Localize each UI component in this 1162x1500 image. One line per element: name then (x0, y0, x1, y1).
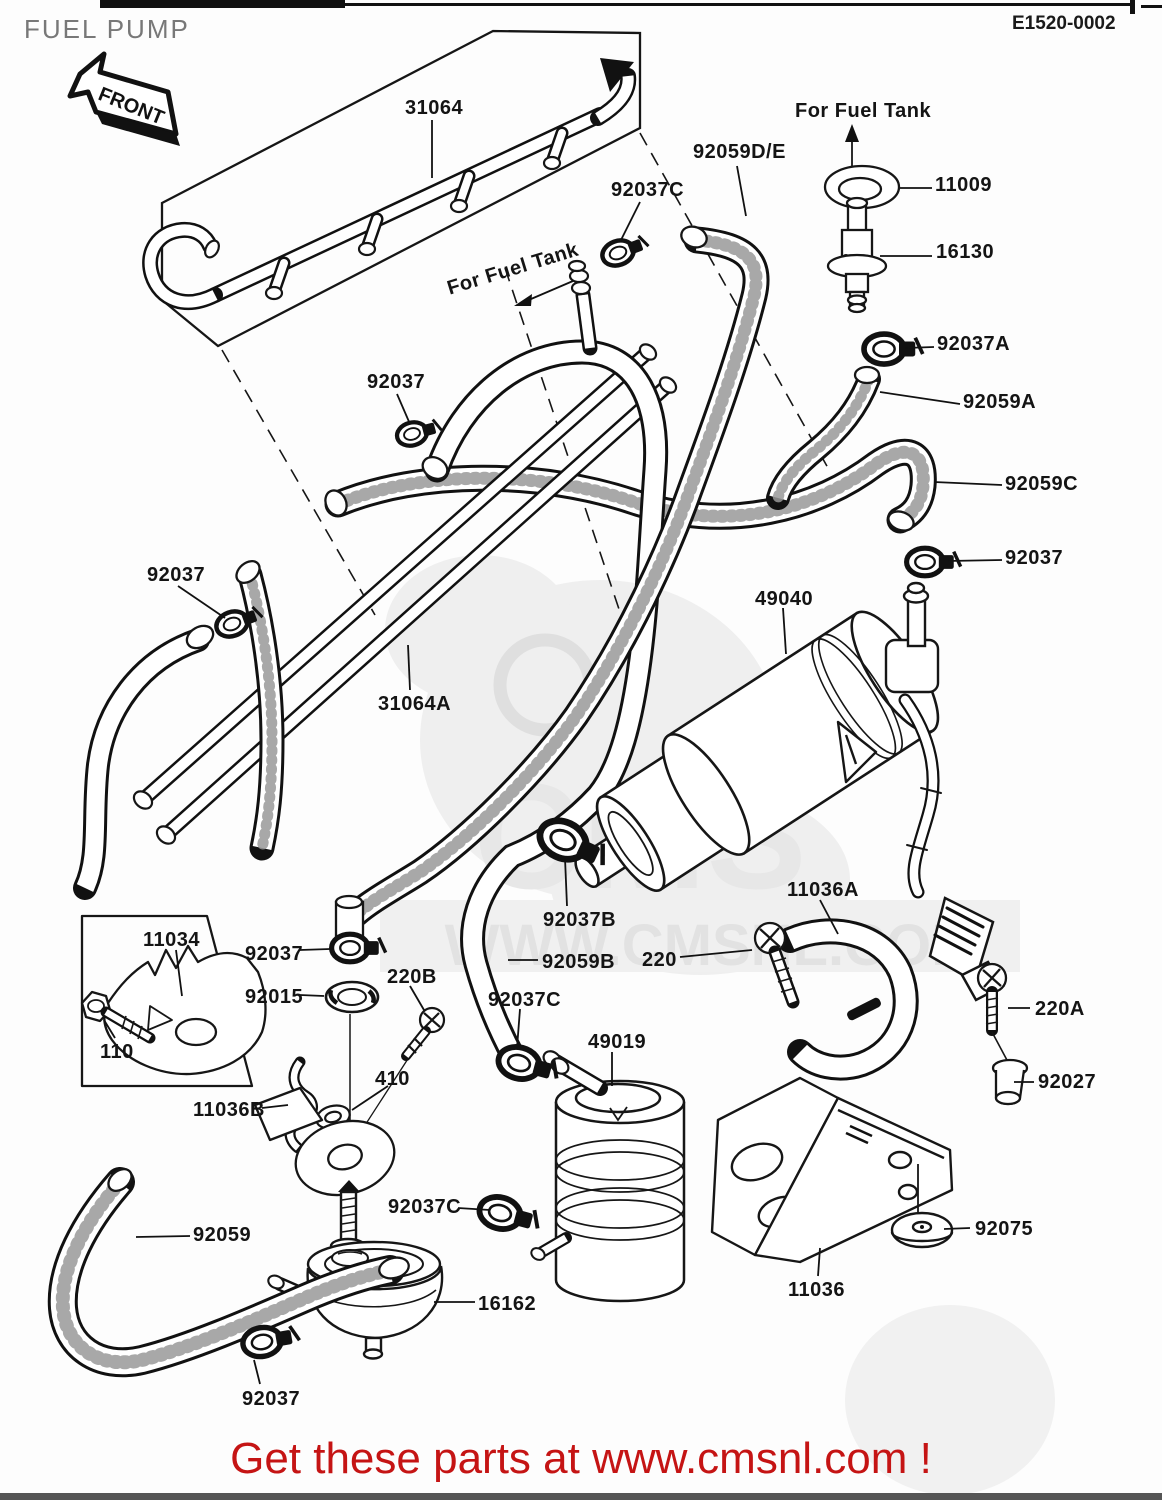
part-label: 11036A (787, 879, 859, 901)
part-label: 110 (100, 1041, 134, 1063)
bracket-11036b (253, 1056, 396, 1197)
pump-strap-11036a (777, 918, 919, 1081)
part-label: 220A (1035, 998, 1085, 1020)
frame-bar (1141, 5, 1162, 8)
leader-lines (103, 120, 1034, 1385)
part-label: 49019 (588, 1031, 647, 1053)
part-label: 92037B (543, 909, 617, 931)
pump-wiring-connector (898, 693, 1005, 1002)
part-label: 92037 (367, 371, 426, 393)
fuel-tank-fitting (823, 124, 901, 314)
bottom-edge (0, 1493, 1162, 1500)
grommet-92075 (890, 1211, 954, 1249)
part-label: 31064 (405, 97, 464, 119)
fuel-filter-49019 (530, 1050, 686, 1303)
fuel-pump-49040 (574, 581, 1005, 1002)
bolt-220b (401, 1006, 446, 1061)
for-fuel-tank-label: For Fuel Tank (795, 100, 932, 122)
part-label: 92037C (611, 179, 685, 201)
page-title: FUEL PUMP (24, 14, 190, 44)
part-label: 92027 (1038, 1071, 1097, 1093)
part-label: 92037C (388, 1196, 462, 1218)
part-label: 16162 (478, 1293, 537, 1315)
part-label: 410 (375, 1068, 410, 1090)
diagram-code: E1520-0002 (1012, 13, 1116, 34)
hose-92059a (766, 365, 881, 510)
hose-92059 (47, 1167, 410, 1378)
fuel-rail-assembly (142, 29, 642, 348)
part-label: 92015 (245, 986, 304, 1008)
part-label: 49040 (755, 588, 814, 610)
tube-31064a (132, 343, 678, 845)
part-label: 92059D/E (693, 141, 786, 163)
part-label: 92037C (488, 989, 562, 1011)
screw-220 (753, 921, 800, 1009)
screw-220a (976, 962, 1009, 1063)
part-label: 31064A (378, 693, 452, 715)
part-label: 220B (387, 966, 437, 988)
part-label: 220 (642, 949, 677, 971)
part-label: 92059A (963, 391, 1037, 413)
watermark: CMS WWW.CMSNL.COM (380, 555, 1055, 1495)
part-label: 92037 (1005, 547, 1064, 569)
frame-tick (1130, 0, 1135, 14)
part-label: 16130 (936, 241, 995, 263)
frame-bar (100, 0, 345, 8)
hose-92059de (342, 225, 770, 928)
hose-fuel-tank-92059b (421, 259, 669, 1071)
front-arrow-icon: FRONT (67, 51, 180, 146)
part-label: 11009 (935, 174, 993, 196)
part-label: 11036 (788, 1279, 846, 1301)
hose-left-group (73, 560, 285, 900)
part-label: 11036B (193, 1099, 265, 1121)
part-label: 92059C (1005, 473, 1079, 495)
part-label: 92037 (245, 943, 304, 965)
bracket-11034-group (80, 914, 267, 1088)
part-label: 92037 (242, 1388, 301, 1410)
footer-promo-text: Get these parts at www.cmsnl.com ! (230, 1434, 932, 1483)
part-label: 92037 (147, 564, 206, 586)
sleeve-92027 (991, 1058, 1029, 1106)
part-label: 92037A (937, 333, 1011, 355)
part-label: 92059 (193, 1224, 252, 1246)
part-label: 92075 (975, 1218, 1034, 1240)
part-label: 11034 (143, 929, 201, 951)
frame-bar (345, 3, 1130, 6)
pump-bracket-11036 (710, 1076, 954, 1264)
hose-92059c (324, 438, 937, 534)
part-label: 92059B (542, 951, 616, 973)
